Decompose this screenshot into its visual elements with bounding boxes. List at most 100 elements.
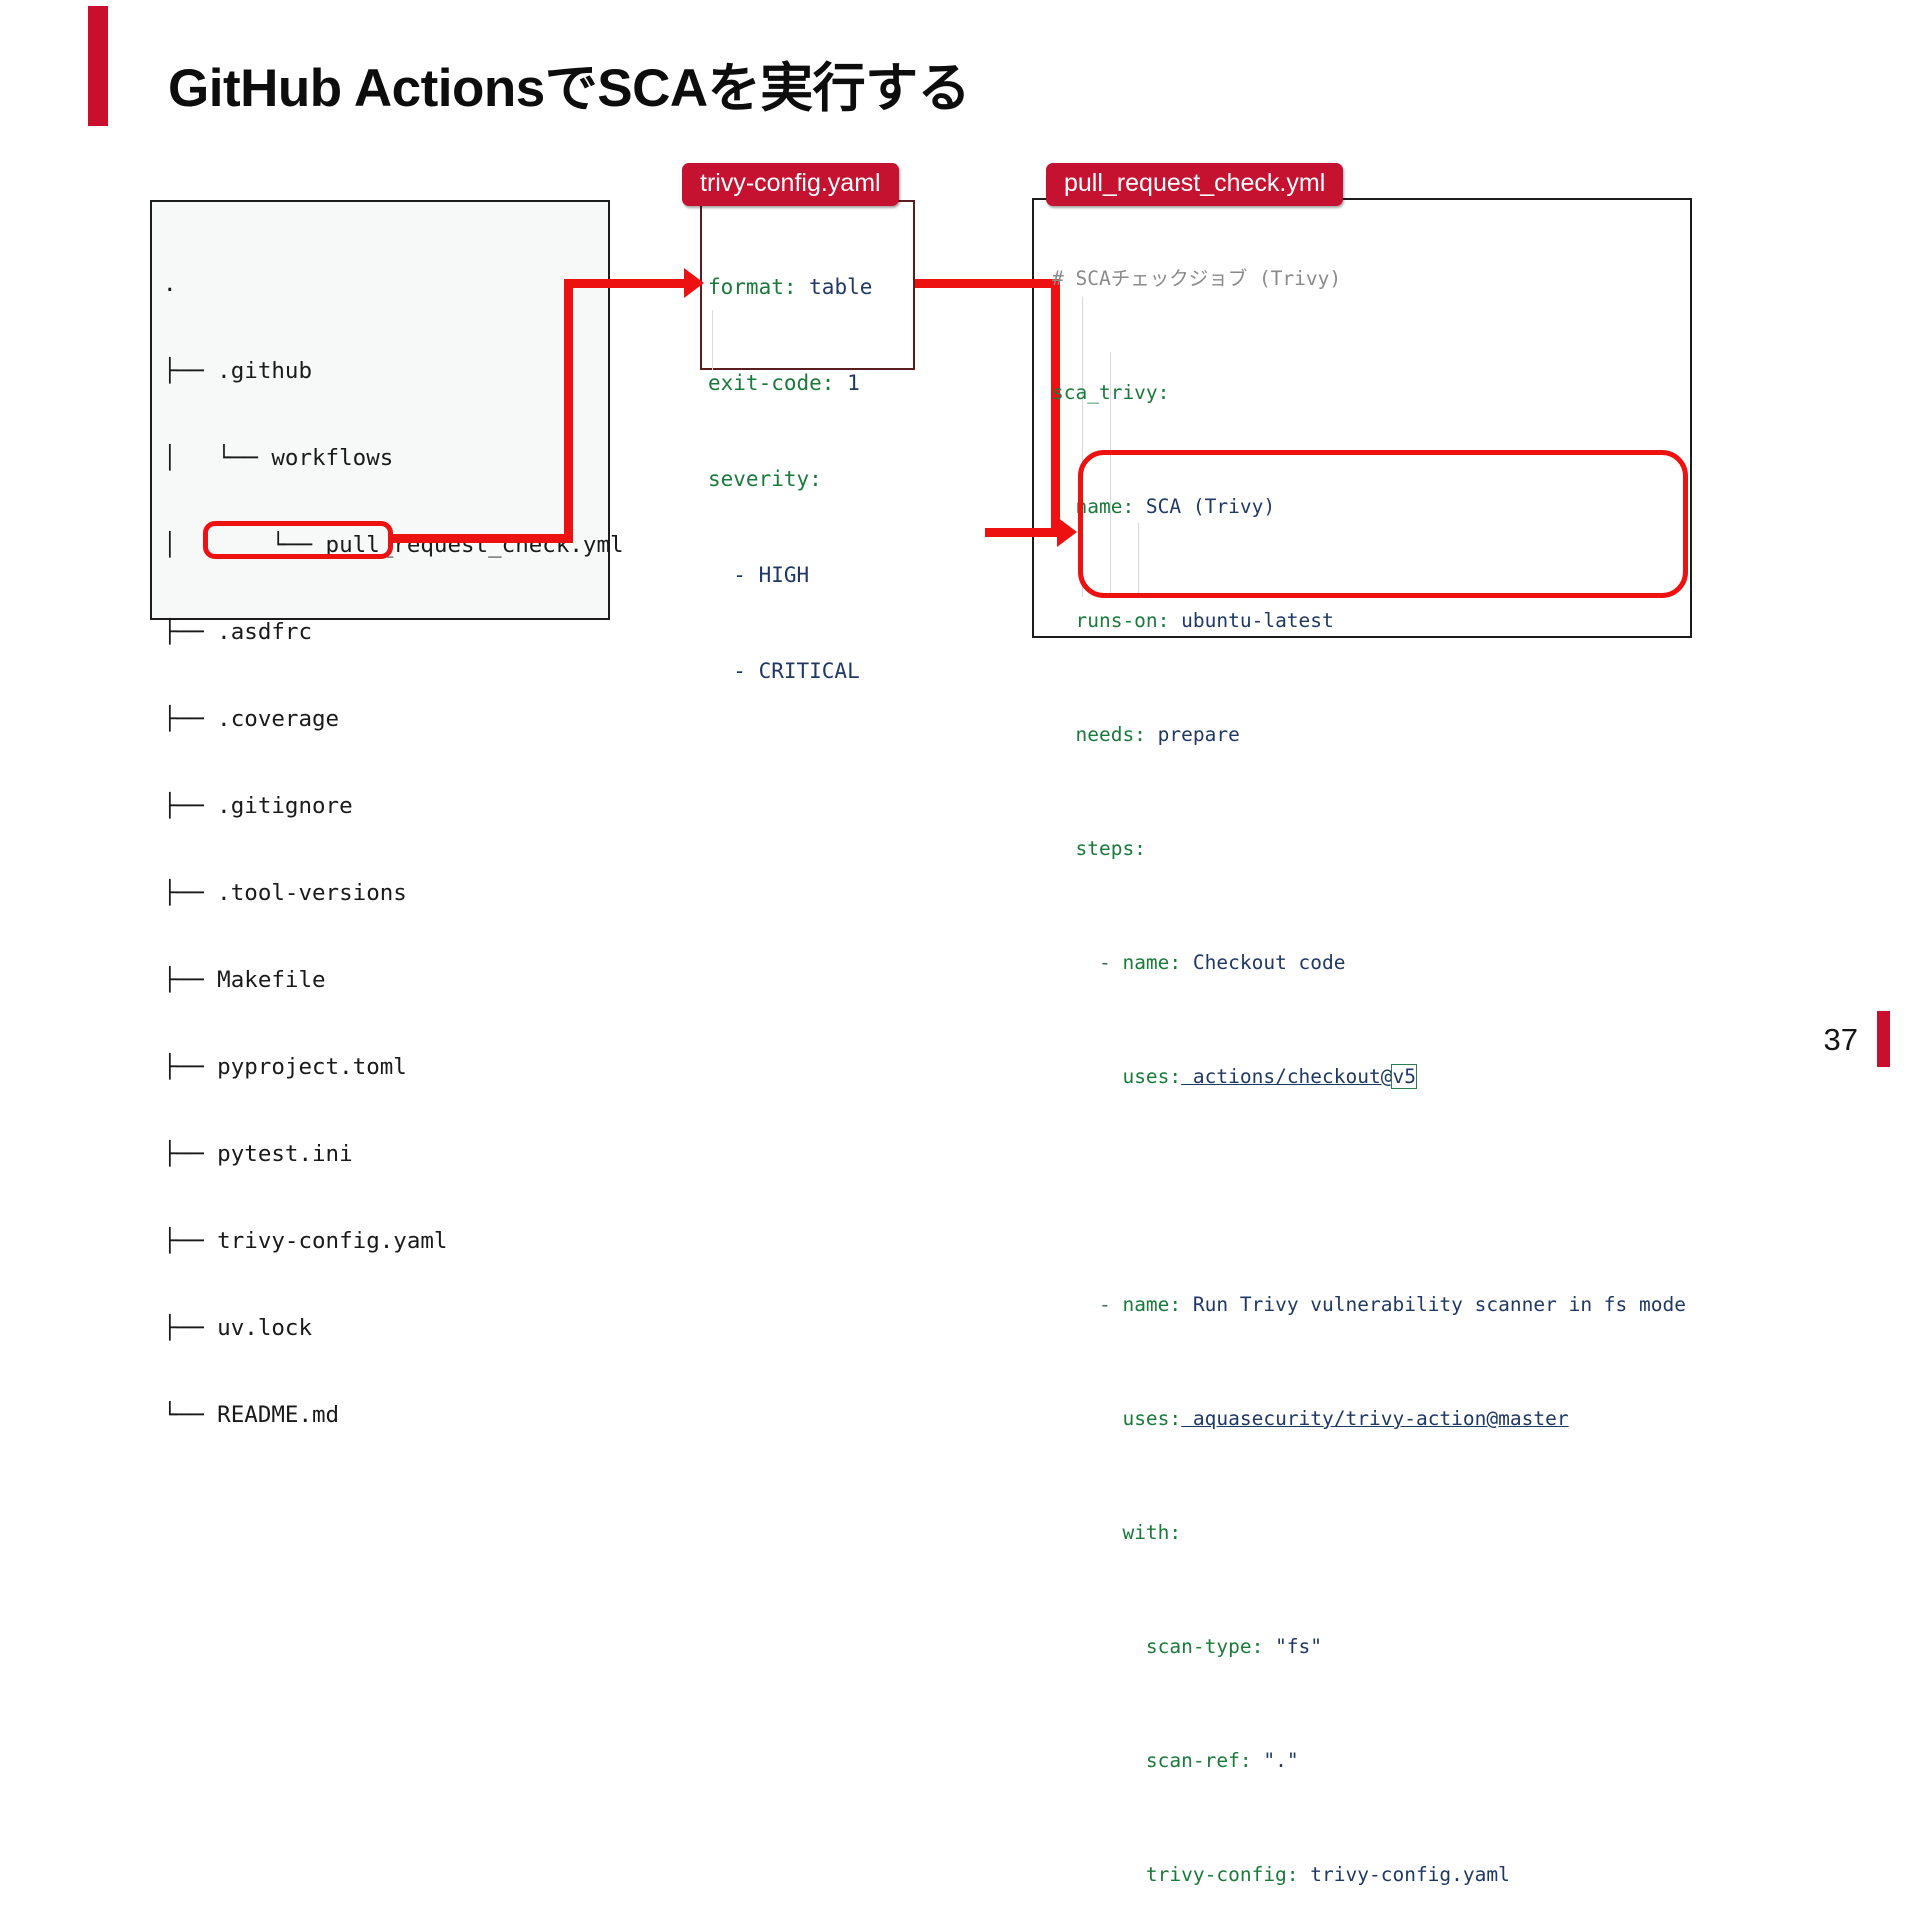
indent (1052, 951, 1099, 974)
yaml-key: uses: (1122, 1065, 1182, 1088)
file-tree: . ├── .github │ └── workflows │ └── pull… (163, 212, 624, 1459)
yaml-key: name: (1122, 951, 1182, 974)
connector-2-segment (915, 279, 1060, 288)
connector-2-segment (1051, 279, 1060, 532)
tree-line: ├── uv.lock (163, 1315, 313, 1341)
indent-guide (1082, 297, 1083, 597)
tree-line-trivy-config: ├── trivy-config.yaml (163, 1228, 448, 1254)
yaml-value: "." (1251, 1749, 1299, 1772)
yaml-value: 1 (834, 371, 860, 395)
code-line: - HIGH (708, 559, 872, 591)
code-line: scan-type: "fs" (1052, 1633, 1686, 1662)
yaml-value: table (796, 275, 873, 299)
yaml-list-item: - HIGH (708, 563, 810, 587)
indent (1052, 495, 1075, 518)
trivy-config-panel (700, 200, 915, 370)
yaml-key: name: (1075, 495, 1135, 518)
indent (1052, 1749, 1146, 1772)
indent (1052, 1293, 1099, 1316)
code-line: format: table (708, 271, 872, 303)
indent (1052, 723, 1075, 746)
code-line: scan-ref: "." (1052, 1747, 1686, 1776)
yaml-key: with: (1122, 1521, 1182, 1544)
indent (1052, 1407, 1122, 1430)
yaml-key: trivy-config: (1145, 1863, 1299, 1886)
indent (1052, 1635, 1146, 1658)
code-line: - CRITICAL (708, 655, 872, 687)
connector-1-arrowhead-icon (684, 268, 704, 298)
yaml-value: "fs" (1263, 1635, 1323, 1658)
yaml-key: needs: (1075, 723, 1146, 746)
yaml-key: name: (1122, 1293, 1182, 1316)
yaml-value: Run Trivy vulnerability scanner in fs mo… (1181, 1293, 1686, 1316)
tree-line: ├── pyproject.toml (163, 1054, 407, 1080)
page-number: 37 (1823, 1022, 1858, 1057)
tree-line: │ └── workflows (163, 445, 394, 471)
yaml-key: uses: (1122, 1407, 1182, 1430)
code-line: sca_trivy: (1052, 379, 1686, 408)
indent (1052, 1863, 1146, 1886)
yaml-list-dash: - (1098, 951, 1123, 974)
action-reference-link[interactable]: aquasecurity/trivy-action@master (1181, 1407, 1569, 1430)
yaml-key: scan-type: (1145, 1635, 1264, 1658)
yaml-list-item: - CRITICAL (708, 659, 860, 683)
code-line: needs: prepare (1052, 721, 1686, 750)
connector-1-segment (564, 283, 573, 538)
yaml-key: exit-code: (708, 371, 835, 395)
code-line: trivy-config: trivy-config.yaml (1052, 1861, 1686, 1890)
page-title: GitHub ActionsでSCAを実行する (168, 59, 971, 118)
tree-line: . (163, 271, 177, 297)
connector-2-segment (985, 528, 1060, 537)
yaml-value: prepare (1145, 723, 1240, 746)
code-line: runs-on: ubuntu-latest (1052, 607, 1686, 636)
indent-guide (1110, 352, 1111, 597)
yaml-key: format: (708, 275, 797, 299)
trivy-config-code: format: table exit-code: 1 severity: - H… (708, 207, 872, 719)
tree-line: ├── Makefile (163, 967, 326, 993)
tree-line: ├── .tool-versions (163, 880, 407, 906)
indent (1052, 1521, 1122, 1544)
pull-request-check-panel (1032, 198, 1692, 638)
indent-guide (712, 310, 713, 370)
yaml-value: Checkout code (1181, 951, 1346, 974)
trivy-config-caption: trivy-config.yaml (682, 163, 899, 206)
tree-line: ├── .asdfrc (163, 619, 313, 645)
code-line: exit-code: 1 (708, 367, 872, 399)
action-reference-link[interactable]: actions/checkout@ (1181, 1065, 1393, 1088)
yaml-key: sca_trivy: (1052, 381, 1170, 404)
indent (1052, 837, 1075, 860)
file-tree-panel (150, 200, 610, 620)
connector-1-segment (390, 534, 573, 543)
code-line: uses: actions/checkout@v5 (1052, 1063, 1686, 1092)
yaml-key: severity: (708, 467, 822, 491)
tree-line: └── README.md (163, 1402, 340, 1428)
tree-line: ├── pytest.ini (163, 1141, 353, 1167)
yaml-value: trivy-config.yaml (1298, 1863, 1510, 1886)
code-line: uses: aquasecurity/trivy-action@master (1052, 1405, 1686, 1434)
code-line: - name: Run Trivy vulnerability scanner … (1052, 1291, 1686, 1320)
code-line: name: SCA (Trivy) (1052, 493, 1686, 522)
yaml-key: steps: (1075, 837, 1146, 860)
highlight-trivy-config-file (203, 521, 393, 559)
tree-line: ├── .gitignore (163, 793, 353, 819)
code-line: steps: (1052, 835, 1686, 864)
yaml-key: runs-on: (1075, 609, 1170, 632)
tree-line: ├── .github (163, 358, 313, 384)
title-accent-bar (88, 6, 108, 126)
yaml-comment: # SCAチェックジョブ (Trivy) (1052, 267, 1342, 290)
code-line: severity: (708, 463, 872, 495)
tree-line: ├── .coverage (163, 706, 340, 732)
code-line-blank (1052, 1177, 1686, 1206)
yaml-value: ubuntu-latest (1169, 609, 1334, 632)
pull-request-check-caption: pull_request_check.yml (1046, 163, 1344, 206)
action-version-tag: v5 (1391, 1064, 1417, 1089)
code-line: with: (1052, 1519, 1686, 1548)
indent (1052, 609, 1075, 632)
yaml-list-dash: - (1098, 1293, 1123, 1316)
yaml-value: SCA (Trivy) (1134, 495, 1276, 518)
highlight-trivy-step-block (1078, 450, 1688, 598)
indent (1052, 1065, 1122, 1088)
code-line: - name: Checkout code (1052, 949, 1686, 978)
yaml-key: scan-ref: (1145, 1749, 1252, 1772)
connector-1-segment (564, 279, 684, 288)
